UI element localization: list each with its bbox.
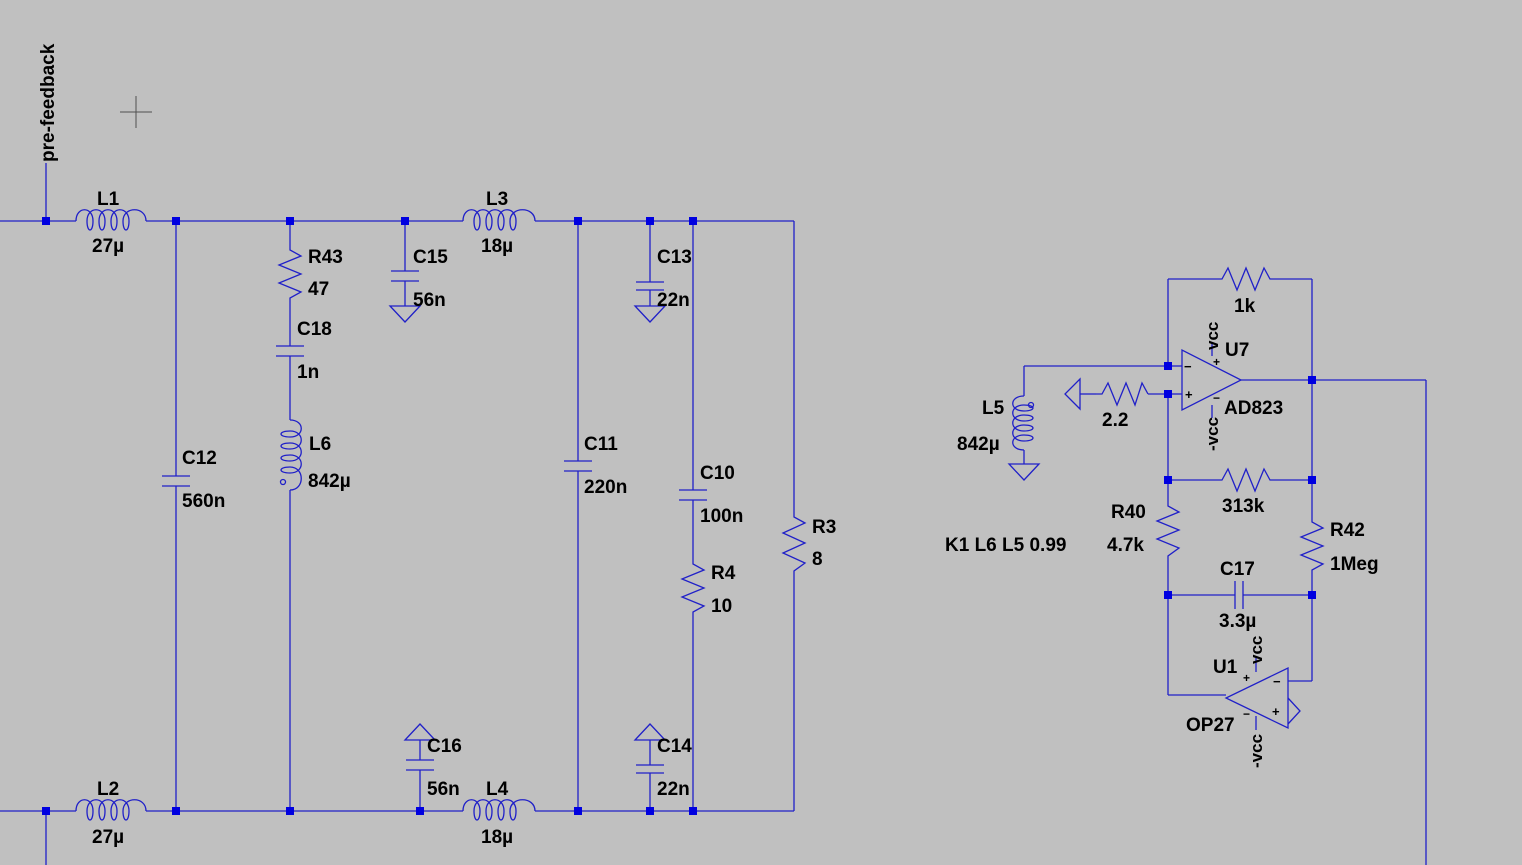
L2-ref: L2 [97, 779, 119, 800]
inductor-L4-symbol[interactable] [462, 799, 536, 821]
C15-value: 56n [413, 290, 446, 311]
C17-value: 3.3µ [1219, 611, 1256, 632]
resistor-313k-symbol[interactable] [1216, 467, 1276, 493]
L3-ref: L3 [486, 189, 508, 210]
opamp-U7-vneg-sign: − [1213, 391, 1220, 405]
capacitor-C16-symbol[interactable] [406, 759, 434, 771]
R43-ref: R43 [308, 247, 343, 268]
C13-ref: C13 [657, 247, 692, 268]
Rfb-value: 1k [1234, 296, 1256, 317]
opamp-U7-vpos-sign: + [1213, 355, 1220, 369]
capacitor-C13-symbol[interactable] [636, 281, 664, 291]
C17-ref: C17 [1220, 559, 1255, 580]
capacitor-C14-symbol[interactable] [636, 764, 664, 774]
L2-value: 27µ [92, 827, 124, 848]
ground-icon [633, 723, 667, 741]
U7-vneg-label: -vcc [1203, 417, 1222, 451]
inductor-L6-symbol[interactable] [280, 419, 302, 491]
C10-ref: C10 [700, 463, 735, 484]
resistor-2.2-symbol[interactable] [1096, 381, 1149, 407]
capacitor-C12-symbol[interactable] [162, 475, 190, 487]
L3-value: 18µ [481, 236, 513, 257]
opamp-U1-minus-sign: − [1273, 674, 1281, 689]
U1-vneg-label: -vcc [1247, 734, 1266, 768]
resistor-R4-symbol[interactable] [680, 558, 706, 616]
inductor-L1-symbol[interactable] [75, 209, 147, 231]
U1-vpos-label: vcc [1247, 636, 1266, 664]
resistor-1k-symbol[interactable] [1216, 266, 1276, 292]
C18-ref: C18 [297, 319, 332, 340]
ground-icon [388, 305, 422, 323]
R40-value: 4.7k [1107, 535, 1144, 556]
C14-ref: C14 [657, 736, 692, 757]
R3-value: 8 [812, 549, 823, 570]
phase-dot-icon [1027, 401, 1035, 409]
ground-icon [1007, 463, 1041, 481]
opamp-U7-plus-sign: + [1185, 387, 1193, 402]
C14-value: 22n [657, 779, 690, 800]
U7-value: AD823 [1224, 398, 1283, 419]
opamp-U1-vpos-sign: + [1243, 671, 1250, 685]
crosshair-cursor-icon [120, 96, 152, 128]
R40-ref: R40 [1111, 502, 1146, 523]
C18-value: 1n [297, 362, 319, 383]
phase-dot-icon [279, 478, 287, 486]
opamp-U7-symbol[interactable]: − + + − [1181, 348, 1243, 412]
L1-value: 27µ [92, 236, 124, 257]
capacitor-C17-symbol[interactable] [1234, 581, 1244, 609]
resistor-R42-symbol[interactable] [1299, 516, 1325, 574]
capacitor-C11-symbol[interactable] [564, 460, 592, 472]
opamp-U7-minus-sign: − [1184, 359, 1192, 374]
C12-ref: C12 [182, 448, 217, 469]
inductor-L3-symbol[interactable] [462, 209, 536, 231]
C16-value: 56n [427, 779, 460, 800]
L4-value: 18µ [481, 827, 513, 848]
wires [0, 163, 1427, 865]
R3-ref: R3 [812, 517, 836, 538]
opamp-U1-vneg-sign: − [1243, 707, 1250, 721]
opamp-U1-symbol[interactable]: − + + − [1224, 666, 1301, 730]
resistor-R40-symbol[interactable] [1155, 500, 1181, 563]
R42-value: 1Meg [1330, 554, 1379, 575]
capacitor-C10-symbol[interactable] [679, 489, 707, 501]
inductor-L5-symbol[interactable] [1012, 395, 1034, 451]
L5-ref: L5 [982, 398, 1005, 419]
ground-icon [403, 723, 437, 741]
capacitor-C15-symbol[interactable] [391, 270, 419, 282]
R4-value: 10 [711, 596, 732, 617]
C11-ref: C11 [584, 434, 618, 455]
C12-value: 560n [182, 491, 225, 512]
U7-ref: U7 [1225, 340, 1249, 361]
resistor-R43-symbol[interactable] [277, 244, 303, 302]
U7-vpos-label: vcc [1203, 322, 1222, 350]
L4-ref: L4 [486, 779, 509, 800]
L1-ref: L1 [97, 189, 120, 210]
junction-dots [42, 217, 1316, 815]
ground-icon [1064, 377, 1081, 411]
Rmid-value: 313k [1222, 496, 1265, 517]
R42-ref: R42 [1330, 520, 1365, 541]
C16-ref: C16 [427, 736, 462, 757]
C15-ref: C15 [413, 247, 448, 268]
C13-value: 22n [657, 290, 690, 311]
R4-ref: R4 [711, 563, 736, 584]
L6-value: 842µ [308, 471, 351, 492]
spice-directive[interactable]: K1 L6 L5 0.99 [945, 535, 1066, 556]
opamp-U1-plus-sign: + [1272, 704, 1280, 719]
resistor-R3-symbol[interactable] [781, 511, 807, 577]
net-label-pre-feedback[interactable]: pre-feedback [38, 43, 59, 162]
U1-value: OP27 [1186, 715, 1235, 736]
Rin-value: 2.2 [1102, 410, 1128, 431]
ground-icon [633, 305, 667, 323]
L6-ref: L6 [309, 434, 331, 455]
capacitor-C18-symbol[interactable] [276, 345, 304, 357]
U1-ref: U1 [1213, 657, 1238, 678]
C11-value: 220n [584, 477, 627, 498]
R43-value: 47 [308, 279, 329, 300]
inductor-L2-symbol[interactable] [75, 799, 147, 821]
L5-value: 842µ [957, 434, 1000, 455]
C10-value: 100n [700, 506, 743, 527]
